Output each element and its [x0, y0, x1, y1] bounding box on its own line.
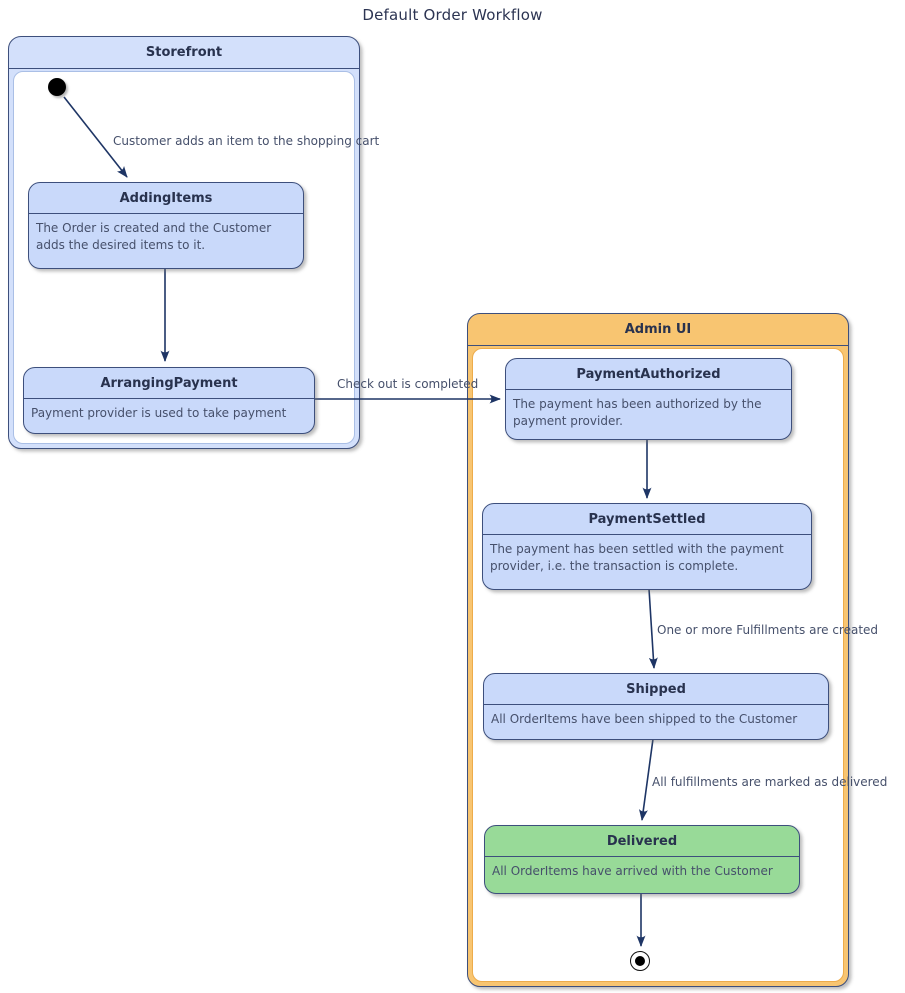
state-delivered: Delivered All OrderItems have arrived wi…: [484, 825, 800, 894]
state-arranging-payment: ArrangingPayment Payment provider is use…: [23, 367, 315, 434]
state-payment-settled: PaymentSettled The payment has been sett…: [482, 503, 812, 590]
storefront-label: Storefront: [145, 45, 223, 60]
storefront-header: Storefront: [9, 37, 359, 69]
final-state-node: [630, 951, 650, 971]
admin-ui-header: Admin UI: [468, 314, 848, 346]
state-payment-authorized: PaymentAuthorized The payment has been a…: [505, 358, 792, 440]
state-arranging-payment-description: Payment provider is used to take payment: [31, 406, 287, 420]
admin-ui-label: Admin UI: [624, 322, 692, 337]
state-delivered-title: Delivered: [485, 826, 799, 857]
state-adding-items-title: AddingItems: [29, 183, 303, 214]
state-payment-authorized-description: The payment has been authorized by the p…: [513, 397, 762, 428]
state-delivered-description: All OrderItems have arrived with the Cus…: [492, 864, 773, 878]
state-payment-authorized-title: PaymentAuthorized: [506, 359, 791, 390]
diagram-title: Default Order Workflow: [362, 6, 543, 24]
transition-label-checkout: Check out is completed: [337, 377, 479, 391]
state-shipped-title: Shipped: [484, 674, 828, 705]
state-adding-items: AddingItems The Order is created and the…: [28, 182, 304, 269]
transition-label-marked-delivered: All fulfillments are marked as delivered: [652, 775, 888, 789]
state-shipped: Shipped All OrderItems have been shipped…: [483, 673, 829, 740]
state-arranging-payment-title: ArrangingPayment: [24, 368, 314, 399]
state-adding-items-description: The Order is created and the Customer ad…: [36, 221, 272, 252]
transition-label-add-item: Customer adds an item to the shopping ca…: [113, 134, 380, 148]
final-state-dot: [635, 956, 645, 966]
initial-state-node: [48, 78, 66, 96]
state-payment-settled-description: The payment has been settled with the pa…: [490, 542, 784, 573]
state-payment-settled-title: PaymentSettled: [483, 504, 811, 535]
transition-label-fulfillments-created: One or more Fulfillments are created: [657, 623, 879, 637]
state-shipped-description: All OrderItems have been shipped to the …: [491, 712, 798, 726]
